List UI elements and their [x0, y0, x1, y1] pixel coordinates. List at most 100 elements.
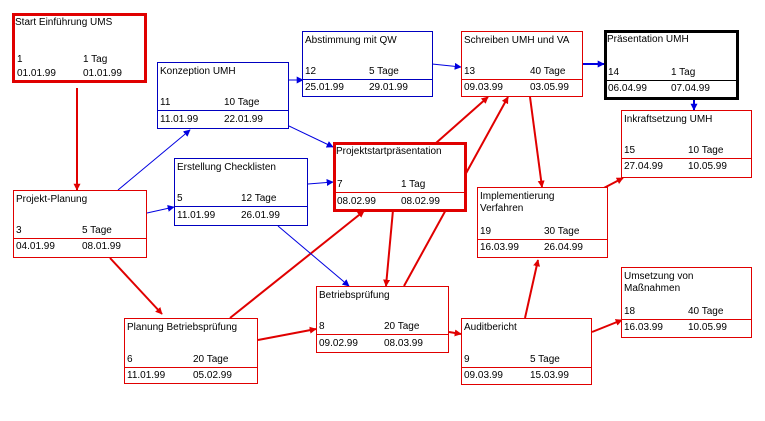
task-divider — [607, 80, 736, 81]
task-number: 15 — [624, 145, 636, 156]
task-duration: 10 Tage — [688, 145, 724, 156]
task-end-date: 22.01.99 — [224, 114, 263, 125]
task-node-19[interactable]: Implementierung Verfahren 19 30 Tage 16.… — [477, 187, 608, 258]
task-name: Betriebsprüfung — [319, 290, 390, 301]
task-end-date: 10.05.99 — [688, 161, 727, 172]
task-name: Start Einführung UMS — [15, 17, 113, 28]
task-duration: 12 Tage — [241, 193, 277, 204]
task-end-date: 29.01.99 — [369, 82, 408, 93]
task-end-date: 08.03.99 — [384, 338, 423, 349]
task-node-14[interactable]: Präsentation UMH 14 1 Tag 06.04.99 07.04… — [604, 30, 739, 100]
task-node-12[interactable]: Abstimmung mit QW 12 5 Tage 25.01.99 29.… — [302, 31, 433, 97]
link-12-13 — [431, 62, 462, 70]
task-end-date: 10.05.99 — [688, 322, 727, 333]
task-duration: 20 Tage — [193, 354, 229, 365]
task-node-11[interactable]: Konzeption UMH 11 10 Tage 11.01.99 22.01… — [157, 62, 289, 129]
task-number: 6 — [127, 354, 133, 365]
task-name: Abstimmung mit QW — [305, 35, 397, 46]
link-3-6 — [109, 257, 163, 315]
task-name: Implementierung Verfahren — [480, 191, 555, 214]
task-start-date: 11.01.99 — [127, 370, 166, 381]
task-start-date: 04.01.99 — [16, 241, 55, 252]
task-name: Umsetzung von Maßnahmen — [624, 271, 694, 294]
link-8-9 — [448, 329, 462, 337]
task-number: 3 — [16, 225, 22, 236]
task-divider — [462, 79, 582, 80]
task-divider — [158, 110, 288, 111]
task-end-date: 08.01.99 — [82, 241, 121, 252]
task-start-date: 25.01.99 — [305, 82, 344, 93]
task-duration: 5 Tage — [369, 66, 399, 77]
task-node-15[interactable]: Inkraftsetzung UMH 15 10 Tage 27.04.99 1… — [621, 110, 752, 178]
task-end-date: 05.02.99 — [193, 370, 232, 381]
task-divider — [303, 79, 432, 80]
task-name: Planung Betriebsprüfung — [127, 322, 238, 333]
task-start-date: 08.02.99 — [337, 196, 376, 207]
task-node-5[interactable]: Erstellung Checklisten 5 12 Tage 11.01.9… — [174, 158, 308, 226]
task-node-18[interactable]: Umsetzung von Maßnahmen 18 40 Tage 16.03… — [621, 267, 752, 338]
task-node-13[interactable]: Schreiben UMH und VA 13 40 Tage 09.03.99… — [461, 31, 583, 97]
task-start-date: 01.01.99 — [17, 68, 56, 79]
link-6-8 — [257, 326, 317, 341]
task-number: 11 — [160, 97, 171, 108]
task-node-1[interactable]: Start Einführung UMS 1 1 Tag 01.01.99 01… — [12, 13, 147, 83]
task-duration: 1 Tag — [671, 67, 696, 78]
task-divider — [478, 239, 607, 240]
task-start-date: 11.01.99 — [177, 210, 216, 221]
task-start-date: 09.02.99 — [319, 338, 358, 349]
link-6-7 — [229, 210, 365, 319]
task-duration: 1 Tag — [401, 179, 426, 190]
task-duration: 10 Tage — [224, 97, 260, 108]
task-start-date: 27.04.99 — [624, 161, 663, 172]
task-divider — [622, 158, 751, 159]
task-number: 1 — [17, 54, 23, 65]
task-duration: 40 Tage — [530, 66, 566, 77]
task-name: Präsentation UMH — [607, 34, 689, 45]
task-start-date: 16.03.99 — [480, 242, 519, 253]
task-start-date: 09.03.99 — [464, 82, 503, 93]
task-divider — [175, 206, 307, 207]
link-11-7 — [288, 125, 334, 148]
task-node-8[interactable]: Betriebsprüfung 8 20 Tage 09.02.99 08.03… — [316, 286, 449, 353]
task-start-date: 09.03.99 — [464, 370, 503, 381]
link-3-5 — [146, 204, 175, 214]
task-number: 13 — [464, 66, 476, 77]
task-start-date: 16.03.99 — [624, 322, 663, 333]
task-number: 12 — [305, 66, 317, 77]
task-node-9[interactable]: Auditbericht 9 5 Tage 09.03.99 15.03.99 — [461, 318, 592, 385]
task-end-date: 26.04.99 — [544, 242, 583, 253]
task-duration: 5 Tage — [530, 354, 560, 365]
task-node-7[interactable]: Projektstartpräsentation 7 1 Tag 08.02.9… — [333, 142, 467, 212]
task-divider — [317, 334, 448, 335]
task-duration: 5 Tage — [82, 225, 112, 236]
task-end-date: 26.01.99 — [241, 210, 280, 221]
task-number: 14 — [608, 67, 620, 78]
task-divider — [125, 367, 257, 368]
task-number: 18 — [624, 306, 636, 317]
task-duration: 40 Tage — [688, 306, 724, 317]
task-divider — [622, 319, 751, 320]
task-name: Auditbericht — [464, 322, 517, 333]
task-end-date: 01.01.99 — [83, 68, 122, 79]
task-number: 8 — [319, 321, 325, 332]
task-divider — [462, 367, 591, 368]
task-name: Inkraftsetzung UMH — [624, 114, 713, 125]
task-name: Projekt-Planung — [16, 194, 88, 205]
link-13-19 — [529, 96, 545, 188]
task-number: 7 — [337, 179, 343, 190]
task-node-6[interactable]: Planung Betriebsprüfung 6 20 Tage 11.01.… — [124, 318, 258, 384]
link-7-13 — [435, 96, 489, 144]
task-name: Projektstartpräsentation — [336, 146, 442, 157]
task-duration: 20 Tage — [384, 321, 420, 332]
task-number: 19 — [480, 226, 492, 237]
task-end-date: 07.04.99 — [671, 83, 710, 94]
task-divider — [336, 192, 464, 193]
task-number: 5 — [177, 193, 183, 204]
task-start-date: 06.04.99 — [608, 83, 647, 94]
task-node-3[interactable]: Projekt-Planung 3 5 Tage 04.01.99 08.01.… — [13, 190, 147, 258]
task-name: Erstellung Checklisten — [177, 162, 276, 173]
task-start-date: 11.01.99 — [160, 114, 199, 125]
task-divider — [14, 238, 146, 239]
link-7-8 — [383, 209, 394, 287]
link-5-7 — [307, 179, 334, 186]
